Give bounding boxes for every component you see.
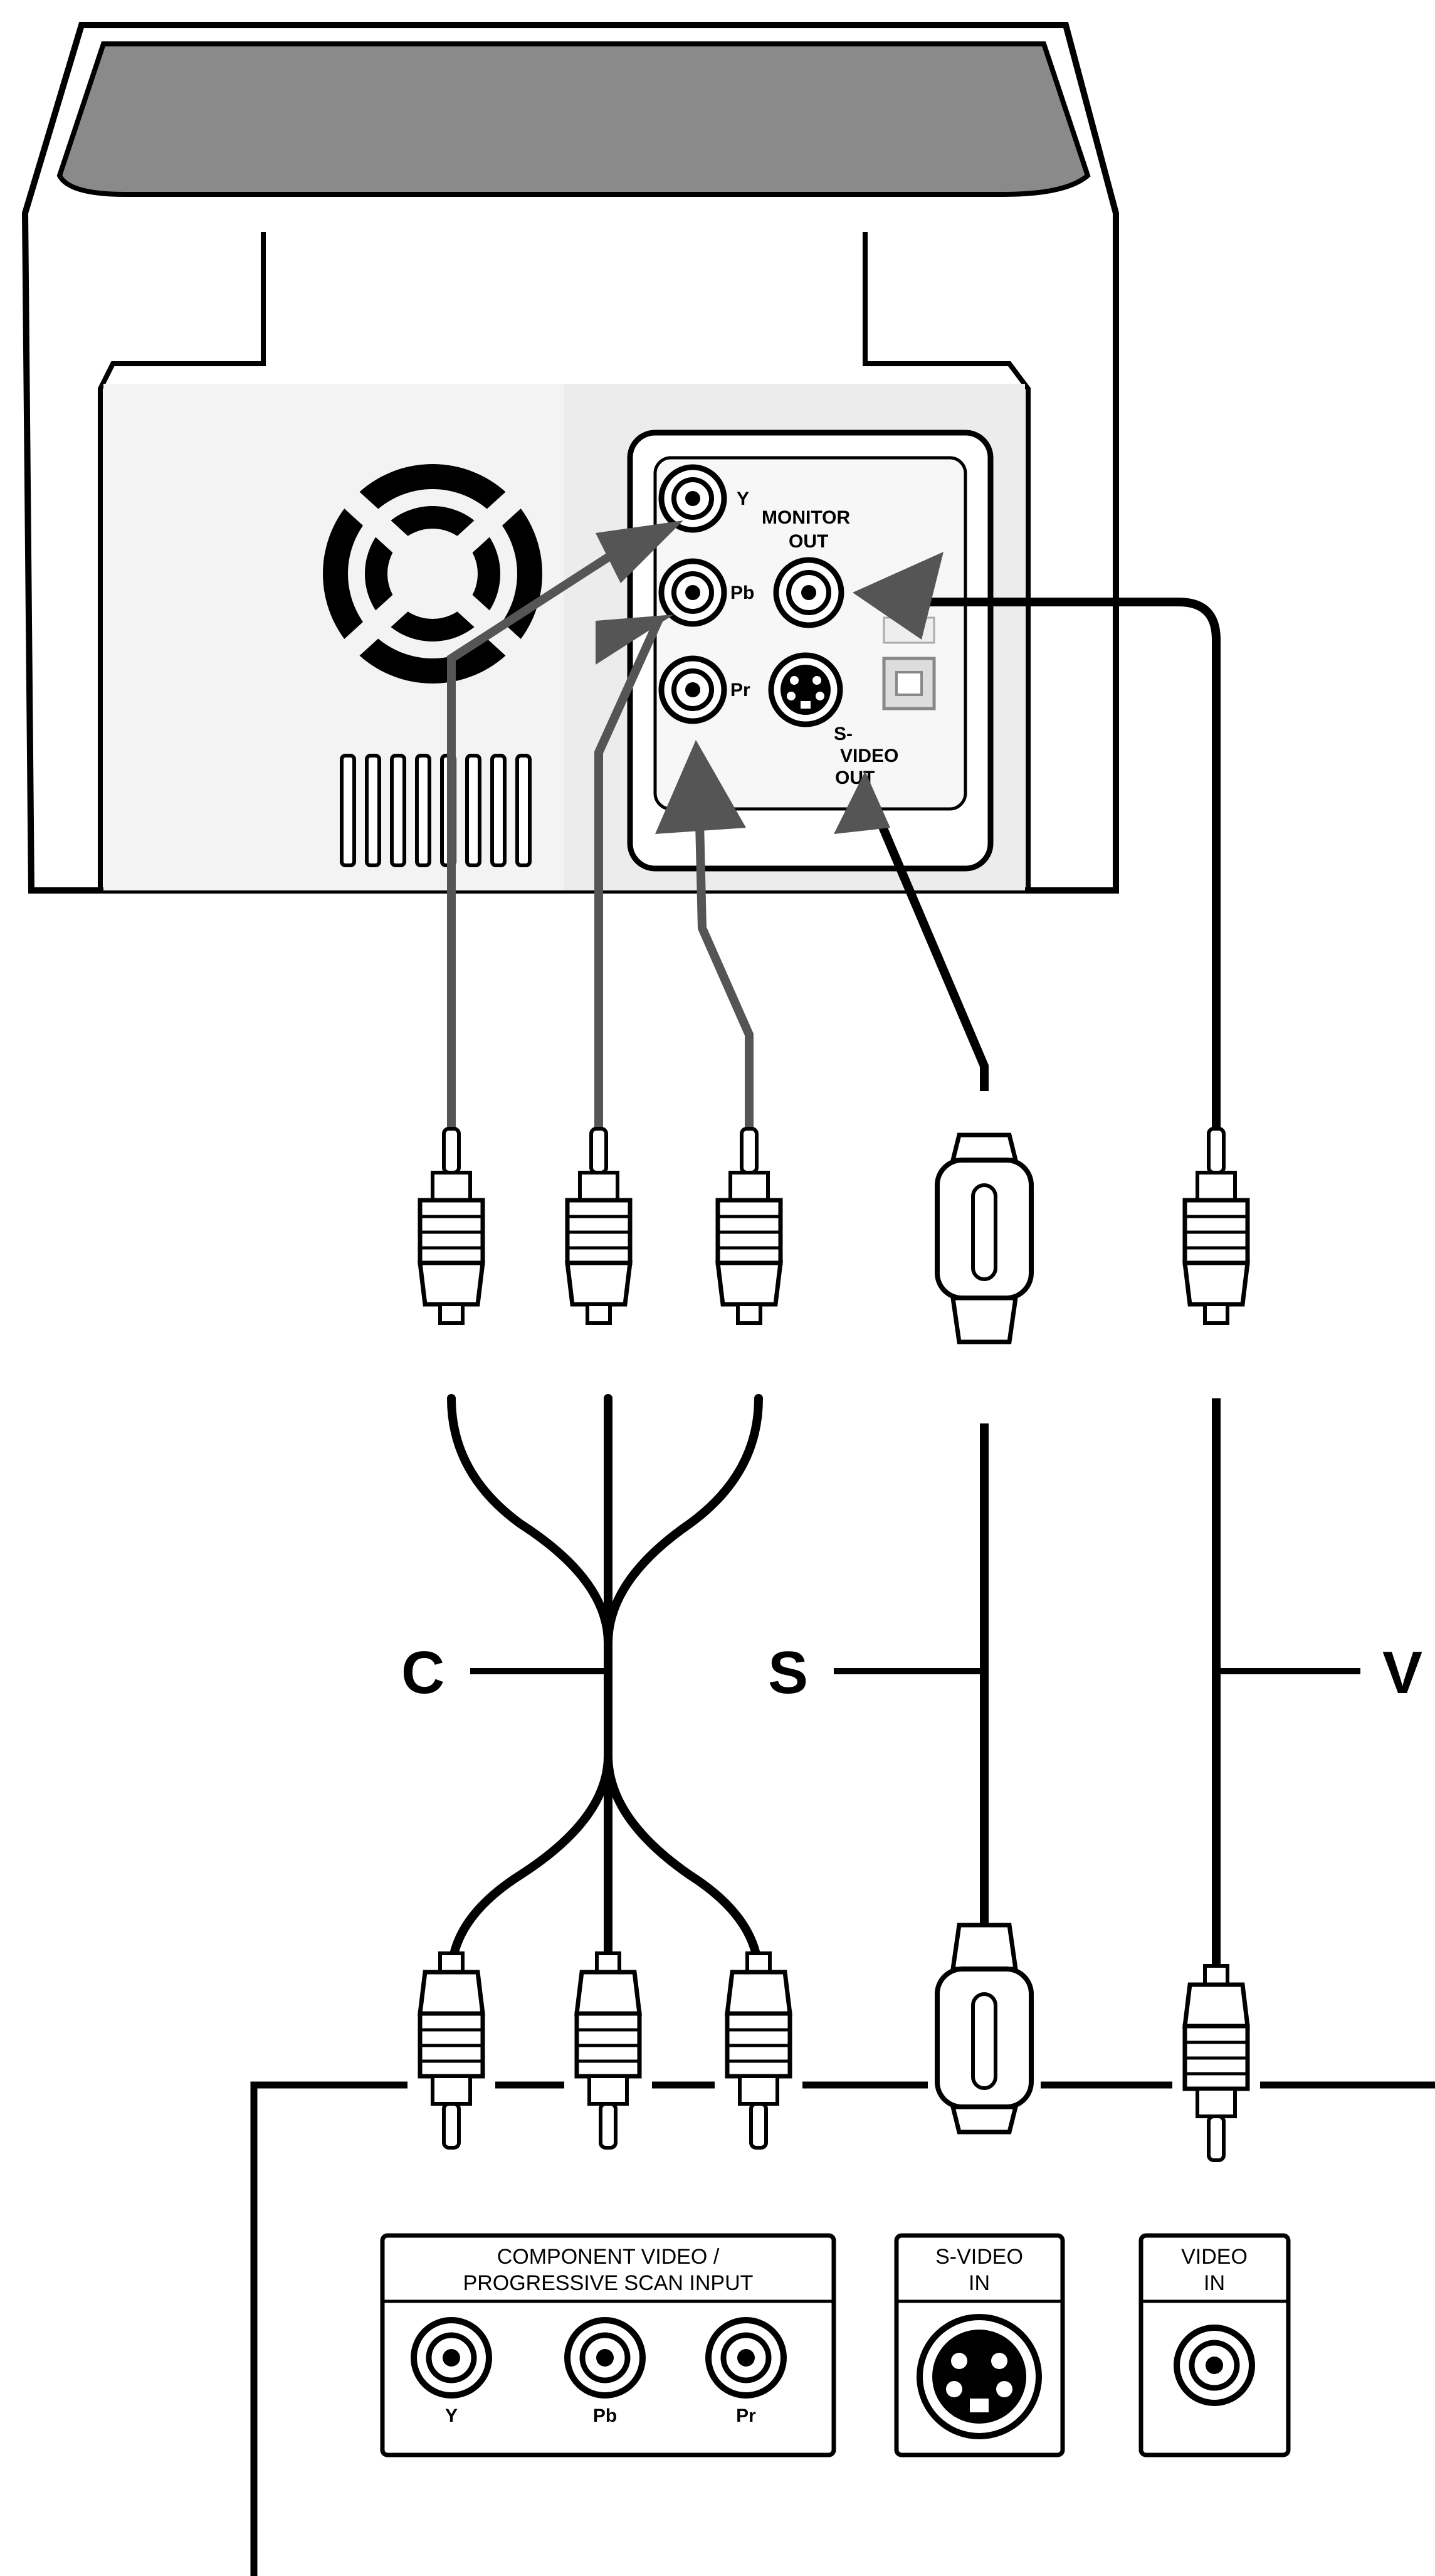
svideo-out-jack [768, 652, 843, 727]
jack-y-in-label: Y [445, 2405, 458, 2426]
component-plug-pb-top [567, 1129, 630, 1323]
component-plug-pr-top [718, 1129, 781, 1323]
tv-rear: COMPONENT VIDEO / PROGRESSIVE SCAN INPUT… [250, 2081, 1435, 2576]
jack-pr-in [705, 2317, 787, 2399]
jack-pb-out [658, 558, 727, 627]
svideo-cable [873, 813, 989, 1931]
svideo-out-label-line1: S- [834, 724, 853, 744]
video-in-jack [1174, 2325, 1255, 2406]
video-in-label-line2: IN [1204, 2271, 1225, 2295]
arrow-to-svideo [834, 771, 890, 834]
jack-pb-in-label: Pb [593, 2405, 617, 2426]
component-plug-y-bottom [420, 1953, 483, 2148]
arrow-to-y [596, 520, 683, 583]
video-cable [928, 598, 1221, 1969]
svideo-in-label-line2: IN [969, 2271, 990, 2295]
svideo-out-label-line2: VIDEO [840, 746, 898, 766]
video-plug-bottom [1185, 1966, 1248, 2160]
video-plug-top [1185, 1129, 1248, 1323]
svideo-in-jack [917, 2314, 1042, 2439]
connection-arrows [596, 520, 944, 834]
svideo-in-label-line1: S-VIDEO [935, 2245, 1023, 2269]
jack-pb-out-label: Pb [730, 583, 754, 603]
svideo-plug-top [937, 1135, 1031, 1342]
fan-icon [318, 464, 547, 684]
video-in-label-line1: VIDEO [1181, 2245, 1248, 2269]
component-cable [447, 529, 763, 1980]
component-input-panel: COMPONENT VIDEO / PROGRESSIVE SCAN INPUT… [380, 2233, 836, 2457]
component-input-title-line1: COMPONENT VIDEO / [497, 2245, 720, 2269]
jack-pr-out-label: Pr [730, 680, 750, 700]
jack-y-out-label: Y [737, 488, 749, 509]
device-rear: Y Pb Pr MONITOR OUT [21, 22, 1119, 894]
component-plug-y-top [420, 1129, 483, 1323]
digital-port-icon [882, 616, 936, 710]
device-top-lid [56, 41, 1091, 197]
cable-c-label: C [401, 1639, 444, 1706]
cable-s-label: S [768, 1639, 808, 1706]
svideo-plug-bottom [937, 1925, 1031, 2132]
video-input-panel: VIDEO IN [1138, 2233, 1291, 2457]
cable-v-label: V [1382, 1639, 1422, 1706]
jack-y-in [411, 2317, 492, 2399]
jack-pr-in-label: Pr [736, 2405, 756, 2426]
svideo-input-panel: S-VIDEO IN [894, 2233, 1065, 2457]
cable-labels: C S V [401, 1639, 1422, 1706]
jack-y-out [658, 464, 727, 533]
component-plug-pb-bottom [577, 1953, 639, 2148]
arrow-to-pb [596, 615, 674, 665]
component-input-title-line2: PROGRESSIVE SCAN INPUT [463, 2271, 754, 2295]
arrow-to-pr [655, 740, 746, 834]
arrow-to-monitor-out [853, 552, 944, 640]
monitor-out-label-line2: OUT [789, 531, 828, 552]
jack-pr-out [658, 655, 727, 724]
component-plug-pr-bottom [727, 1953, 790, 2148]
jack-pb-in [564, 2317, 646, 2399]
jack-monitor-out [773, 557, 844, 628]
monitor-out-label-line1: MONITOR [762, 507, 850, 528]
